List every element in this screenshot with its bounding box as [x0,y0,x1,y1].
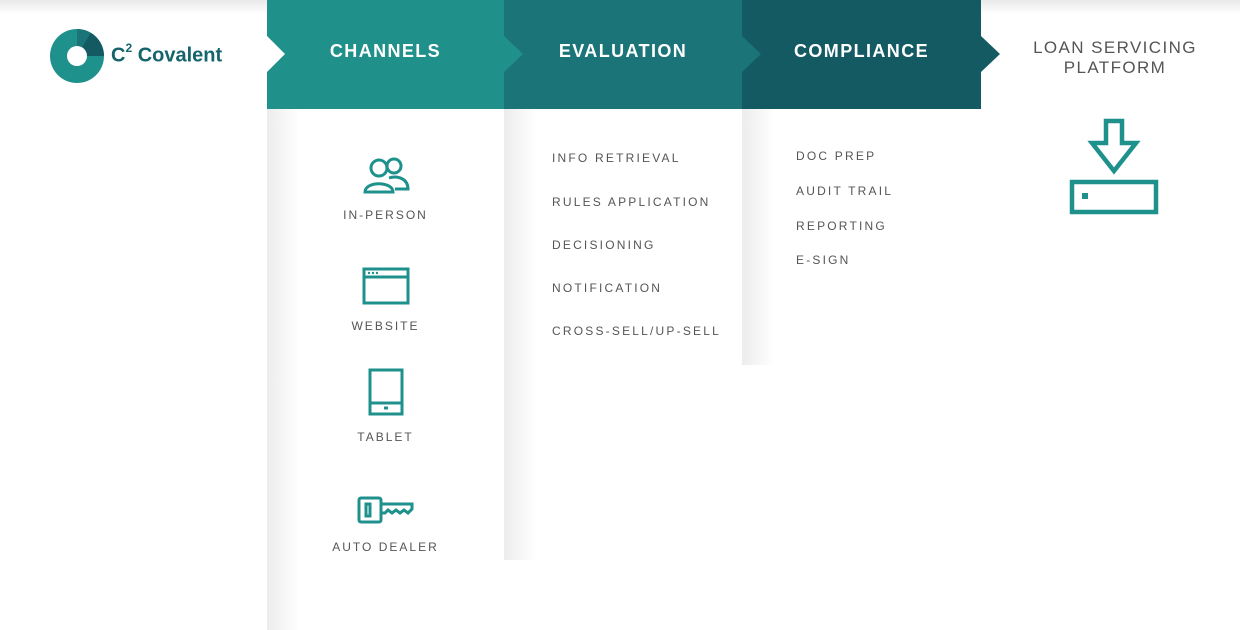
channel-tablet-label: TABLET [357,430,414,444]
compliance-panel [742,109,981,365]
logo-name: Covalent [137,44,223,67]
stage-compliance-label: COMPLIANCE [794,41,929,61]
channel-auto-dealer[interactable]: AUTO DEALER [267,494,504,564]
stage-evaluation-label: EVALUATION [558,41,688,61]
channel-website-label: WEBSITE [351,319,420,333]
compliance-item: E-SIGN [796,253,851,267]
evaluation-item: RULES APPLICATION [552,195,711,209]
stage-channels-header: CHANNELS [267,0,504,109]
channel-in-person-label: IN-PERSON [343,208,428,222]
compliance-item: AUDIT TRAIL [796,184,894,198]
people-icon [362,157,410,194]
stage-evaluation-header: EVALUATION [504,0,742,109]
arrow-channels-to-evaluation [504,36,523,72]
compliance-item: REPORTING [796,219,887,233]
logo-letter: C [111,44,126,67]
stage-notch [267,36,285,72]
channel-in-person[interactable]: IN-PERSON [267,157,504,227]
tablet-icon [368,368,403,416]
compliance-item: DOC PREP [796,149,877,163]
platform-title: LOAN SERVICING PLATFORM [1010,38,1220,78]
stage-channels-label: CHANNELS [329,41,442,61]
channel-tablet[interactable]: TABLET [267,368,504,448]
car-key-icon [357,496,413,524]
brand-logo[interactable]: C2 Covalent [50,29,250,83]
evaluation-item: NOTIFICATION [552,281,663,295]
covalent-logo-icon [50,29,104,83]
platform-title-line1: LOAN SERVICING [1033,38,1197,57]
channel-auto-dealer-label: AUTO DEALER [332,540,439,554]
logo-wordmark: C2 Covalent [111,41,223,68]
platform-title-line2: PLATFORM [1063,58,1167,77]
evaluation-item: INFO RETRIEVAL [552,151,681,165]
evaluation-panel [504,109,742,560]
evaluation-item: CROSS-SELL/UP-SELL [552,324,721,338]
stage-compliance-header: COMPLIANCE [742,0,981,109]
logo-superscript: 2 [125,41,133,55]
arrow-evaluation-to-compliance [742,36,761,72]
browser-window-icon [362,267,409,305]
download-tray-icon [1069,118,1159,215]
arrow-compliance-to-platform [981,36,1000,72]
channel-website[interactable]: WEBSITE [267,267,504,337]
evaluation-item: DECISIONING [552,238,656,252]
